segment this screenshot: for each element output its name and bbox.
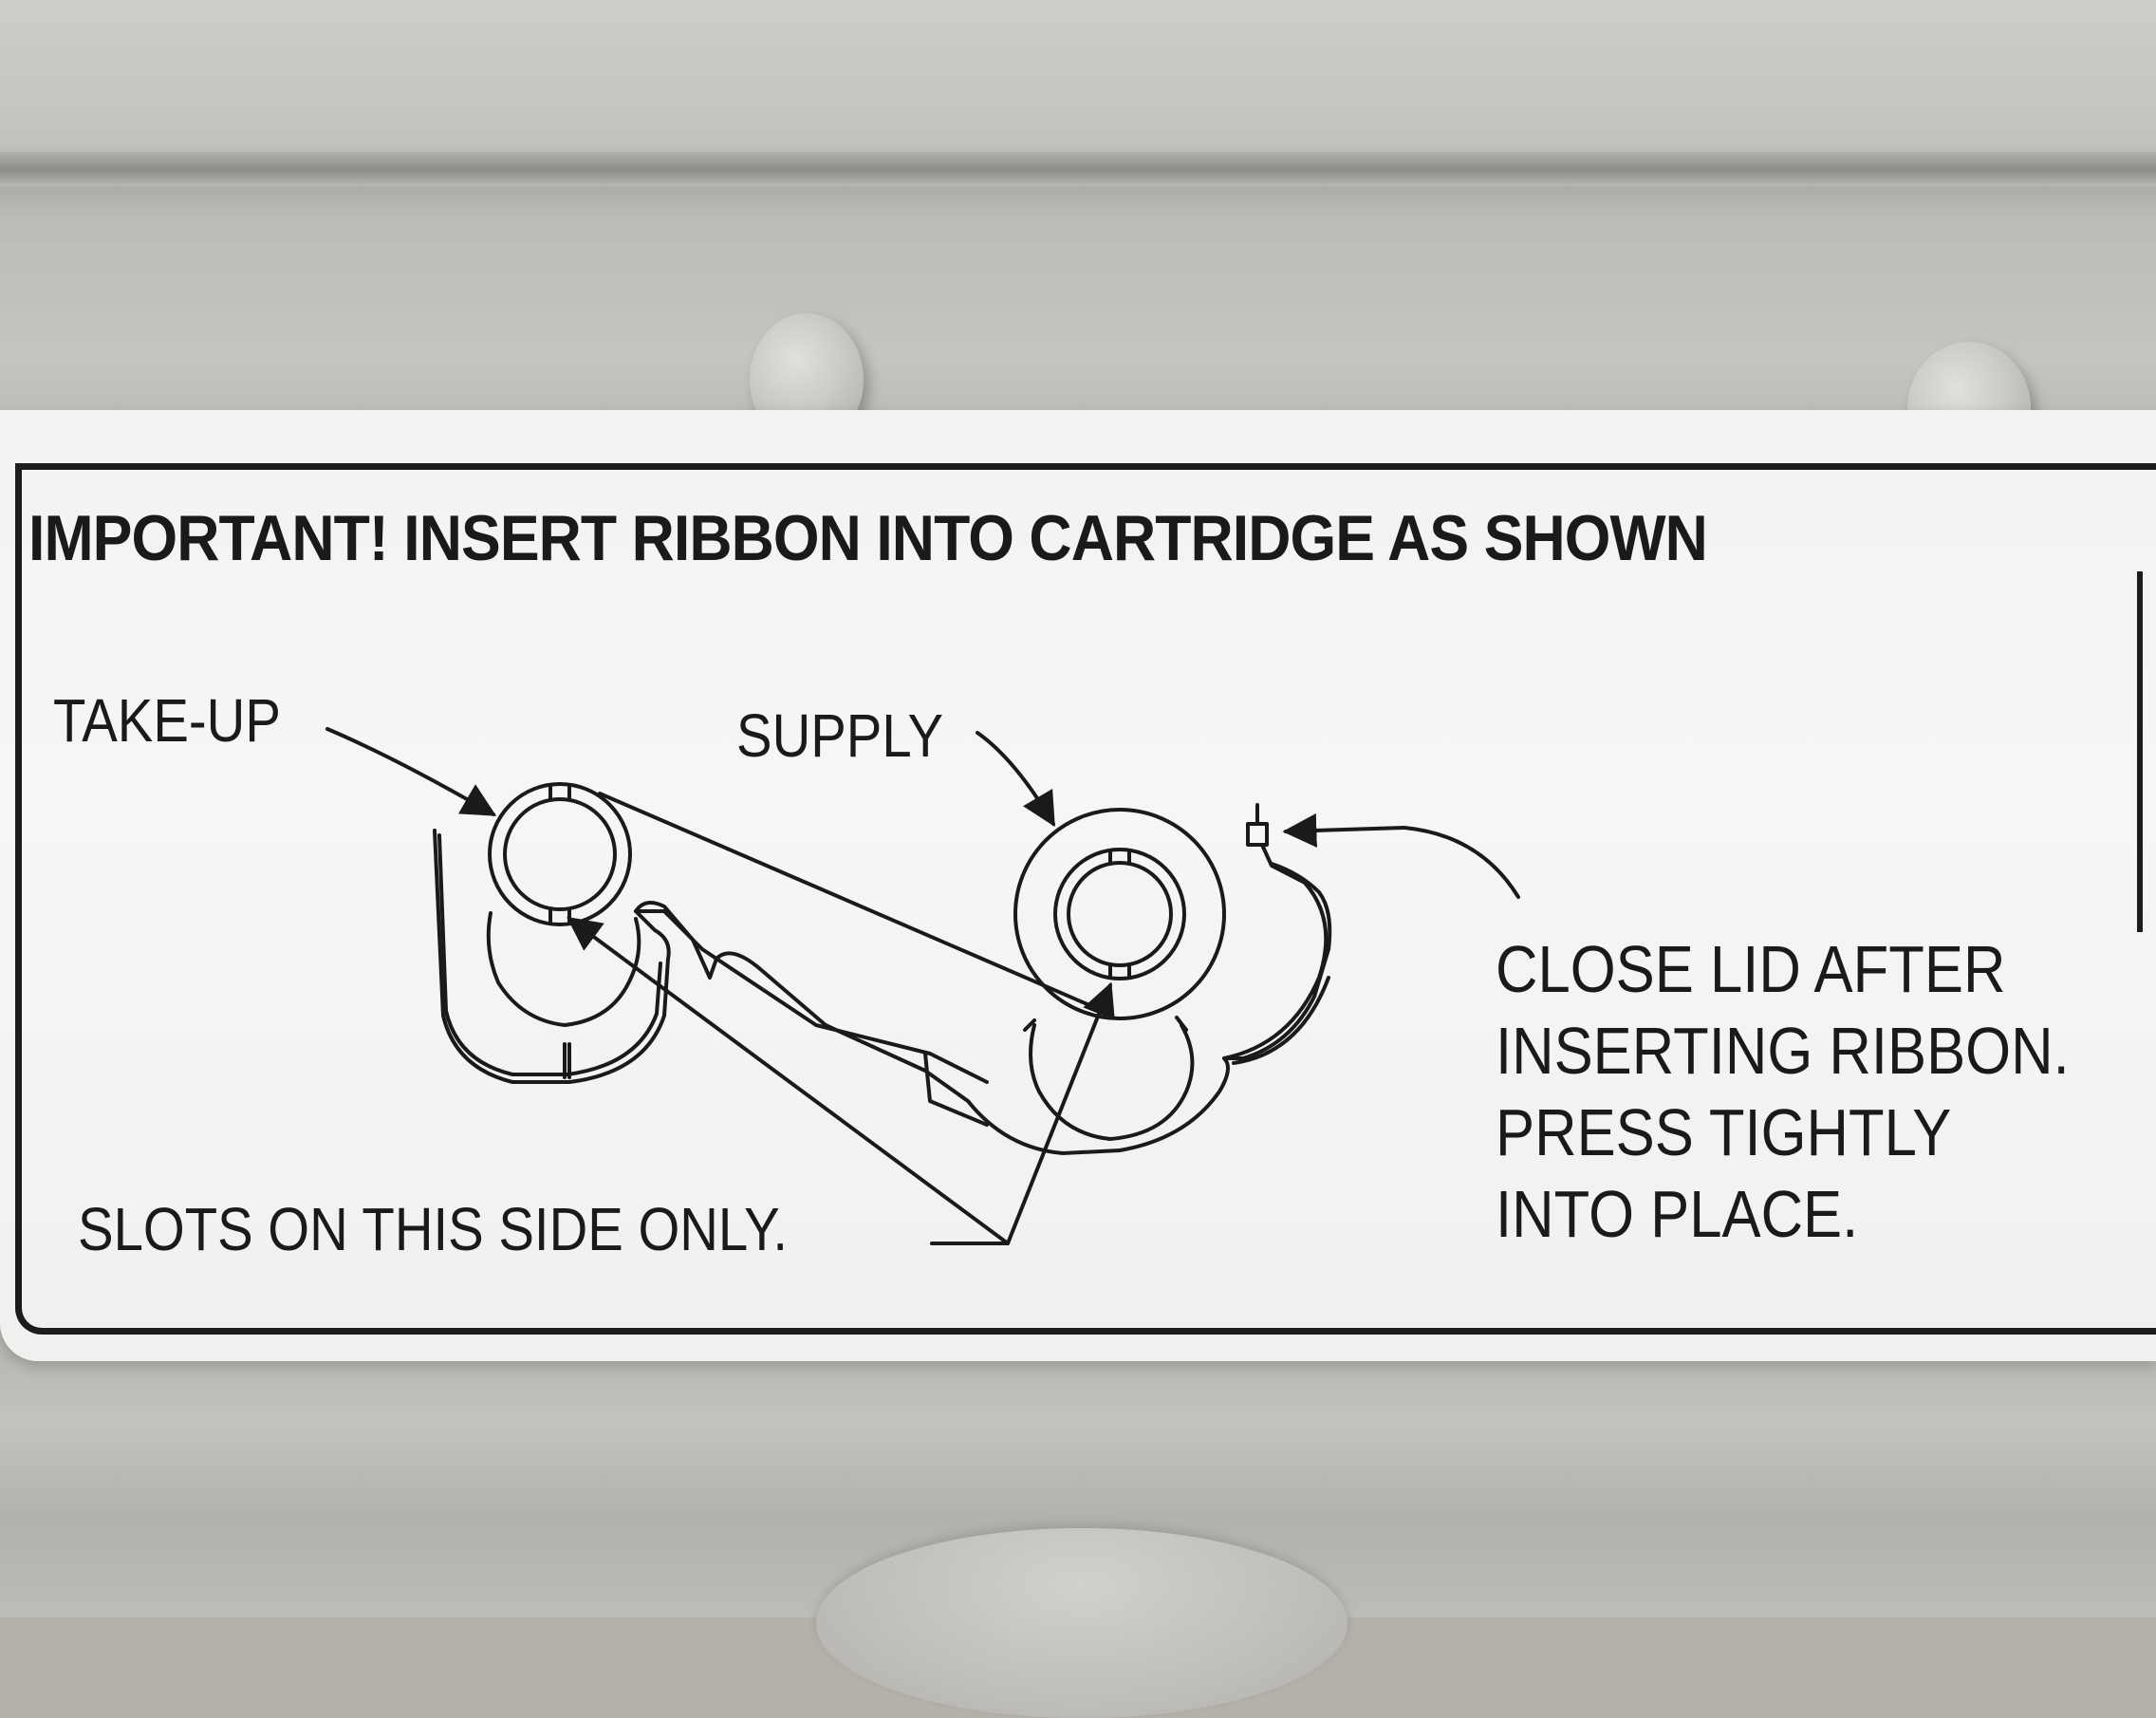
instruction-line: CLOSE LID AFTER bbox=[1496, 932, 2006, 1006]
label-heading: IMPORTANT! INSERT RIBBON INTO CARTRIDGE … bbox=[28, 502, 1708, 574]
take-up-callout: TAKE-UP bbox=[53, 686, 281, 755]
cartridge-body bbox=[433, 792, 1332, 1155]
label-border bbox=[15, 463, 2156, 1335]
callout-arrows bbox=[325, 727, 1520, 1245]
take-up-spool bbox=[488, 782, 632, 926]
instruction-line: PRESS TIGHTLY bbox=[1496, 1095, 1952, 1169]
instruction-line: INSERTING RIBBON. bbox=[1496, 1014, 2070, 1088]
slots-callout: SLOTS ON THIS SIDE ONLY. bbox=[78, 1195, 789, 1263]
ribbon-cartridge-diagram bbox=[325, 727, 1520, 1245]
instruction-line: INTO PLACE. bbox=[1496, 1177, 1859, 1251]
supply-spool bbox=[1013, 808, 1226, 1020]
supply-callout: SUPPLY bbox=[736, 701, 944, 770]
close-lid-instructions: CLOSE LID AFTER INSERTING RIBBON. PRESS … bbox=[1496, 928, 2070, 1255]
label-right-rule bbox=[2137, 571, 2143, 932]
housing-ridge bbox=[0, 152, 2156, 186]
